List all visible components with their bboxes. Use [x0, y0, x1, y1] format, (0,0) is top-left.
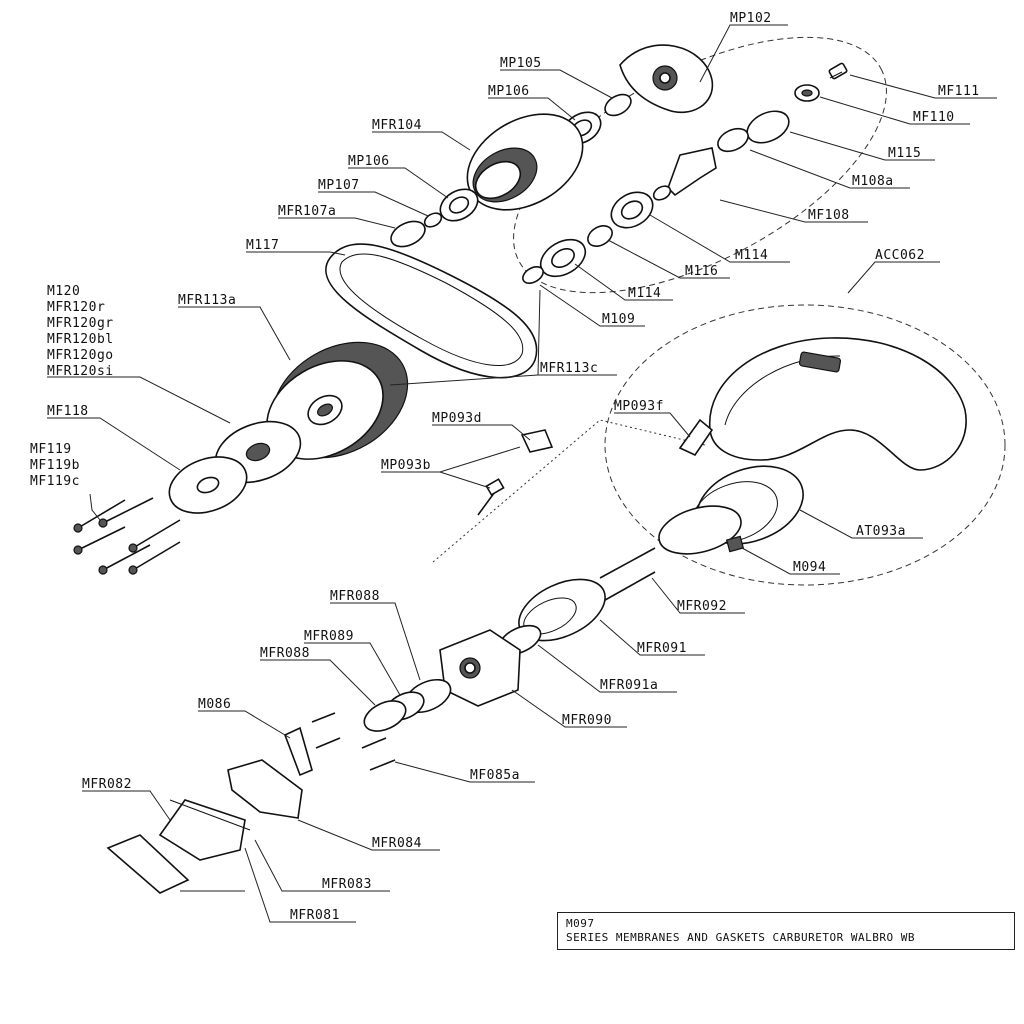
label-mfr120gr: MFR120gr — [47, 316, 114, 331]
label-mfr089: MFR089 — [304, 629, 354, 644]
label-mf085a: MF085a — [470, 768, 520, 783]
washer-m108a — [717, 127, 749, 153]
label-mf119: MF119 — [30, 442, 72, 457]
label-m120: M120 — [47, 284, 80, 299]
label-mfr088-upper: MFR088 — [330, 589, 380, 604]
washer-mf110 — [794, 84, 820, 102]
ring-m109 — [522, 266, 544, 284]
reed-block — [227, 759, 303, 819]
gasket-mfr081 — [106, 834, 190, 894]
note-code: M097 — [566, 917, 595, 930]
label-m116: M116 — [685, 264, 718, 279]
circlip-m115 — [746, 110, 790, 144]
label-mfr082: MFR082 — [82, 777, 132, 792]
label-mfr104: MFR104 — [372, 118, 422, 133]
hose-clamp — [658, 505, 745, 555]
carburetor — [439, 629, 521, 707]
label-mfr090: MFR090 — [562, 713, 612, 728]
note-text: SERIES MEMBRANES AND GASKETS CARBURETOR … — [566, 931, 916, 944]
leader-lines — [47, 24, 997, 923]
assembly-axis-line — [432, 419, 706, 563]
gasket-mfr088-lower — [363, 700, 407, 732]
clutch-shaft — [652, 147, 717, 201]
label-m114-upper: M114 — [735, 248, 768, 263]
label-m108a: M108a — [852, 174, 894, 189]
ring-mfr107a — [390, 220, 426, 248]
label-m109: M109 — [602, 312, 635, 327]
long-bolts — [597, 547, 656, 605]
label-mp106-lower: MP106 — [348, 154, 390, 169]
label-mfr120si: MFR120si — [47, 364, 114, 379]
nut-mp093d — [520, 429, 554, 453]
label-mf111: MF111 — [938, 84, 980, 99]
gasket-mfr083 — [169, 799, 251, 831]
label-mfr081: MFR081 — [290, 908, 340, 923]
airbox-group-outline — [604, 304, 1006, 586]
label-mp105: MP105 — [500, 56, 542, 71]
bearing-m114-lower — [539, 238, 587, 278]
label-mfr113a: MFR113a — [178, 293, 236, 308]
label-mf118: MF118 — [47, 404, 89, 419]
label-mfr091a: MFR091a — [600, 678, 658, 693]
label-m115: M115 — [888, 146, 921, 161]
label-mfr107a: MFR107a — [278, 204, 336, 219]
bracket-m086 — [283, 726, 313, 777]
spacer-mp107 — [423, 212, 443, 228]
clutch-bell — [466, 113, 584, 211]
label-m114-lower: M114 — [628, 286, 661, 301]
label-mp093b: MP093b — [381, 458, 431, 473]
label-mp106-upper: MP106 — [488, 84, 530, 99]
label-acc062: ACC062 — [875, 248, 925, 263]
label-mfr088-lower: MFR088 — [260, 646, 310, 661]
bolt-mp093b — [477, 478, 505, 516]
label-mf110: MF110 — [913, 110, 955, 125]
bolts-mf119 — [73, 497, 181, 575]
label-m117: M117 — [246, 238, 279, 253]
pulley-plate — [168, 456, 248, 514]
label-mfr113c: MFR113c — [540, 361, 598, 376]
part-labels: MP102 MP105 MP106 MF111 MF110 MFR104 M11… — [30, 11, 980, 923]
drive-belt — [325, 243, 538, 379]
circlip-mp105 — [604, 93, 632, 117]
label-mfr083: MFR083 — [322, 877, 372, 892]
bearing-m114-upper — [610, 191, 654, 229]
label-m086: M086 — [198, 697, 231, 712]
screws-mf085a — [311, 712, 396, 771]
label-mfr120go: MFR120go — [47, 348, 114, 363]
label-mfr120r: MFR120r — [47, 300, 105, 315]
label-mp093d: MP093d — [432, 411, 482, 426]
label-at093a: AT093a — [856, 524, 906, 539]
spacer-m116 — [587, 225, 613, 247]
note-box: M097 SERIES MEMBRANES AND GASKETS CARBUR… — [557, 912, 1015, 950]
label-mp102: MP102 — [730, 11, 772, 26]
label-mp107: MP107 — [318, 178, 360, 193]
screw-mf111 — [828, 62, 848, 80]
label-mf108: MF108 — [808, 208, 850, 223]
clutch-shoe — [619, 44, 714, 114]
label-mp093f: MP093f — [614, 399, 664, 414]
label-mf119c: MF119c — [30, 474, 80, 489]
bearing-mp106-lower — [439, 188, 479, 222]
reed-cage — [158, 799, 246, 861]
label-mfr084: MFR084 — [372, 836, 422, 851]
airbox-filter — [709, 337, 967, 471]
label-mf119b: MF119b — [30, 458, 80, 473]
label-mfr091: MFR091 — [637, 641, 687, 656]
label-mfr092: MFR092 — [677, 599, 727, 614]
clip-mp093f — [678, 418, 714, 457]
label-mfr120bl: MFR120bl — [47, 332, 114, 347]
label-m094: M094 — [793, 560, 826, 575]
